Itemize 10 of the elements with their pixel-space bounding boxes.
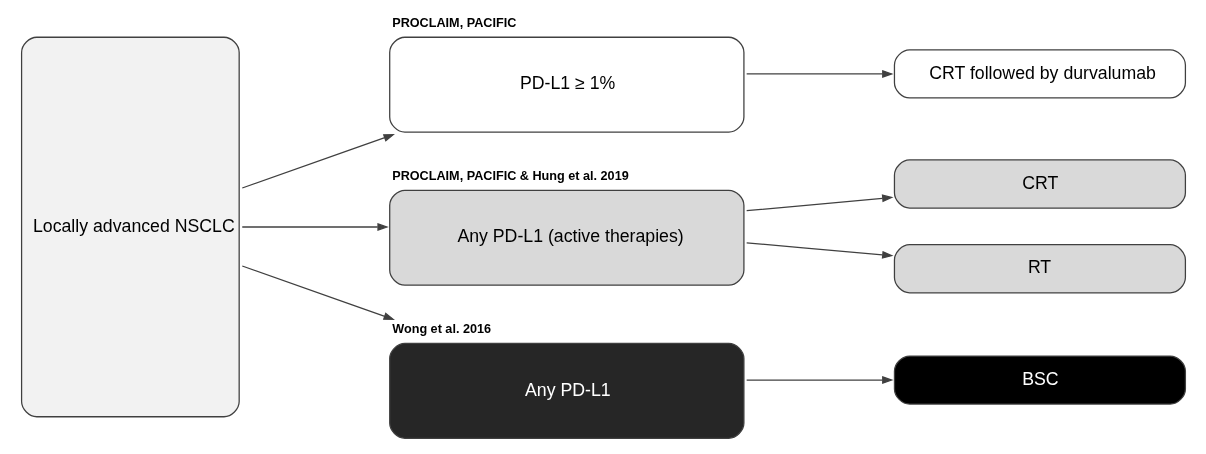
arrow [241, 223, 389, 231]
node-label: PROCLAIM, PACIFIC [391, 16, 516, 31]
arrow [745, 376, 894, 385]
arrow [241, 134, 395, 189]
node-label: Wong et al. 2016 [391, 322, 491, 337]
arrow [241, 265, 395, 320]
node-label: PROCLAIM, PACIFIC & Hung et al. 2019 [391, 169, 629, 184]
arrow [745, 242, 893, 259]
arrow [745, 194, 893, 212]
arrow [745, 69, 894, 78]
